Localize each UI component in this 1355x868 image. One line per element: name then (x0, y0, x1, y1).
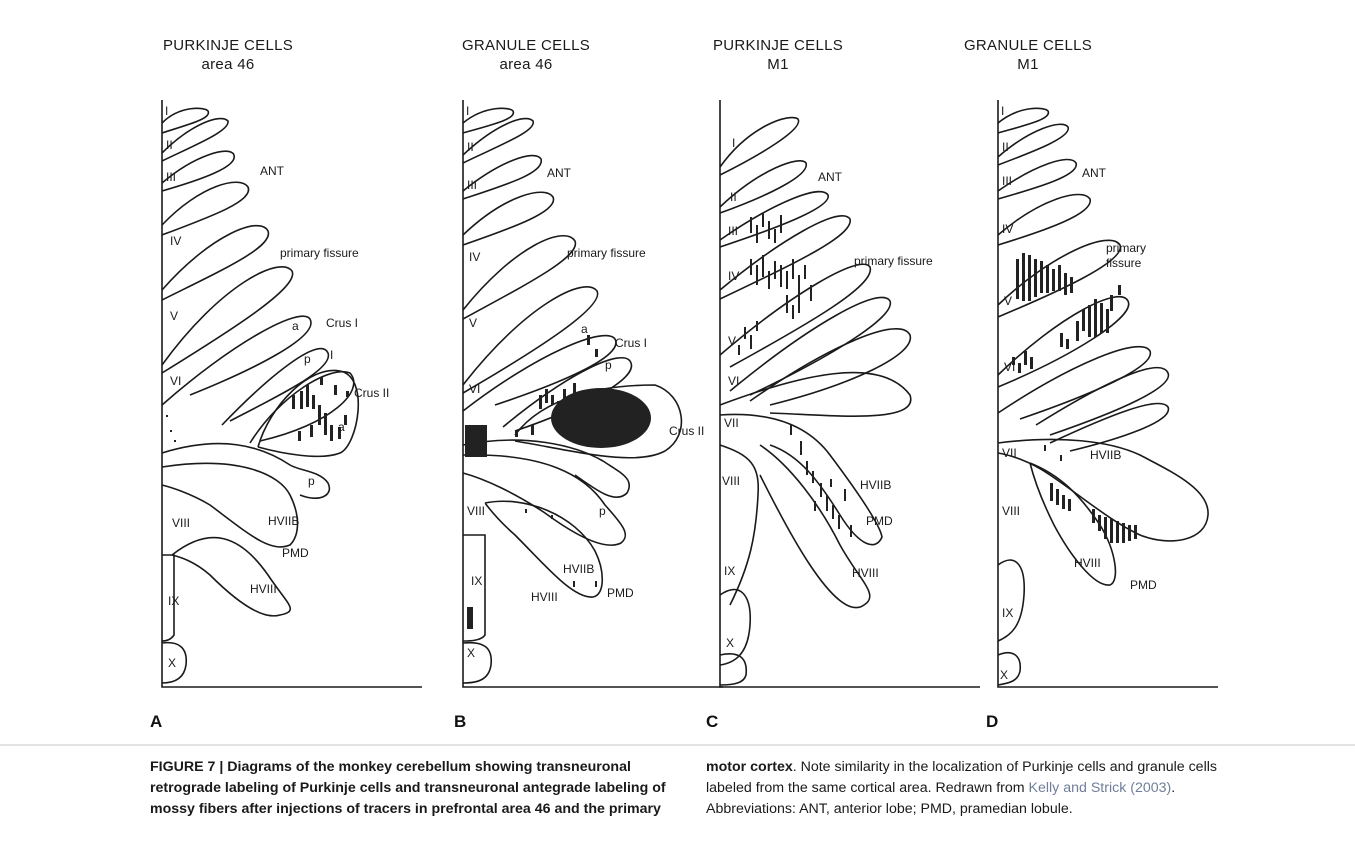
anatomy-label: PMD (282, 546, 309, 560)
lobule-label: X (467, 646, 475, 660)
lobule-label: IX (1002, 606, 1013, 620)
caption-divider (0, 744, 1355, 746)
anatomy-label: fissure (1106, 256, 1142, 270)
lobule-label: I (732, 136, 735, 150)
lobule-label: I (1001, 104, 1004, 118)
anatomy-label: primary fissure (567, 246, 646, 260)
lobule-label: VII (1002, 446, 1017, 460)
anatomy-label: p (308, 474, 315, 488)
anatomy-label: p (304, 352, 311, 366)
lobule-label: VIII (172, 516, 190, 530)
anatomy-label: ANT (260, 164, 285, 178)
anatomy-label: Crus I (615, 336, 647, 350)
panel-a-diagram: I II III IV V VI VIII IX X ANT primary f… (150, 95, 430, 695)
anatomy-label: Crus II (354, 386, 389, 400)
anatomy-label: a (292, 319, 299, 333)
lobule-label: VI (1004, 360, 1015, 374)
panel-letter-a: A (150, 712, 162, 732)
lobule-label: II (730, 190, 737, 204)
lobule-label: V (469, 316, 477, 330)
anatomy-label: primary fissure (854, 254, 933, 268)
panel-letter-c: C (706, 712, 718, 732)
anatomy-label: PMD (607, 586, 634, 600)
anatomy-label: p (599, 504, 606, 518)
lobule-label: II (467, 140, 474, 154)
anatomy-label: PMD (866, 514, 893, 528)
lobule-label: VI (469, 382, 480, 396)
lobule-label: VII (724, 416, 739, 430)
panel-d-title: GRANULE CELLSM1 (928, 36, 1128, 74)
lobule-label: X (726, 636, 734, 650)
figure-caption-left: FIGURE 7 | Diagrams of the monkey cerebe… (150, 757, 675, 820)
anatomy-label: p (605, 358, 612, 372)
lobule-label: IX (168, 594, 179, 608)
lobule-label: X (1000, 668, 1008, 682)
anatomy-label: HVIIB (860, 478, 891, 492)
lobule-label: VIII (722, 474, 740, 488)
lobule-label: VI (170, 374, 181, 388)
anatomy-label: Crus II (669, 424, 704, 438)
lobule-label: III (166, 170, 176, 184)
lobule-label: V (728, 334, 736, 348)
lobule-label: V (1004, 294, 1012, 308)
figure-caption-right: motor cortex. Note similarity in the loc… (706, 757, 1226, 820)
panel-a-title: PURKINJE CELLSarea 46 (128, 36, 328, 74)
lobule-label: I (466, 104, 469, 118)
lobule-label: IV (728, 269, 739, 283)
lobule-label: IV (1002, 222, 1013, 236)
anatomy-label: ANT (818, 170, 843, 184)
anatomy-label: primary (1106, 241, 1146, 255)
lobule-label: III (1002, 174, 1012, 188)
anatomy-label: a (581, 322, 588, 336)
anatomy-label: HVIIB (1090, 448, 1121, 462)
panel-letter-d: D (986, 712, 998, 732)
caption-heading: FIGURE 7 | Diagrams of the monkey cerebe… (150, 759, 666, 817)
anatomy-label: HVIIB (563, 562, 594, 576)
caption-reference-link[interactable]: Kelly and Strick (2003) (1029, 780, 1172, 796)
anatomy-label: HVIII (531, 590, 558, 604)
lobule-label: II (1002, 140, 1009, 154)
lobule-label: IV (469, 250, 480, 264)
lobule-label: III (467, 178, 477, 192)
lobule-label: VI (728, 374, 739, 388)
panel-letter-b: B (454, 712, 466, 732)
anatomy-label: ANT (1082, 166, 1107, 180)
panel-c-title: PURKINJE CELLSM1 (678, 36, 878, 74)
lobule-label: I (165, 104, 168, 118)
anatomy-label: I (330, 348, 333, 362)
panel-b-diagram: I II III IV V VI VIII IX X ANT primary f… (455, 95, 735, 695)
lobule-label: IV (170, 234, 181, 248)
anatomy-label: a (338, 420, 345, 434)
lobule-label: VIII (467, 504, 485, 518)
figure-area: PURKINJE CELLSarea 46 GRANULE CELLSarea … (0, 0, 1355, 740)
anatomy-label: Crus I (326, 316, 358, 330)
panel-c-diagram: I II III IV V VI VII VIII IX X ANT prima… (710, 95, 990, 695)
lobule-label: IX (471, 574, 482, 588)
anatomy-label: PMD (1130, 578, 1157, 592)
anatomy-label: HVIIB (268, 514, 299, 528)
anatomy-label: HVIII (250, 582, 277, 596)
lobule-label: II (166, 138, 173, 152)
lobule-label: X (168, 656, 176, 670)
panel-b-title: GRANULE CELLSarea 46 (426, 36, 626, 74)
anatomy-label: primary fissure (280, 246, 359, 260)
lobule-label: V (170, 309, 178, 323)
anatomy-label: HVIII (852, 566, 879, 580)
lobule-label: III (728, 224, 738, 238)
lobule-label: IX (724, 564, 735, 578)
anatomy-label: ANT (547, 166, 572, 180)
caption-heading-cont: motor cortex (706, 759, 793, 775)
panel-d-diagram: I II III IV V VI VII VIII IX X ANT prima… (990, 95, 1270, 695)
anatomy-label: HVIII (1074, 556, 1101, 570)
lobule-label: VIII (1002, 504, 1020, 518)
